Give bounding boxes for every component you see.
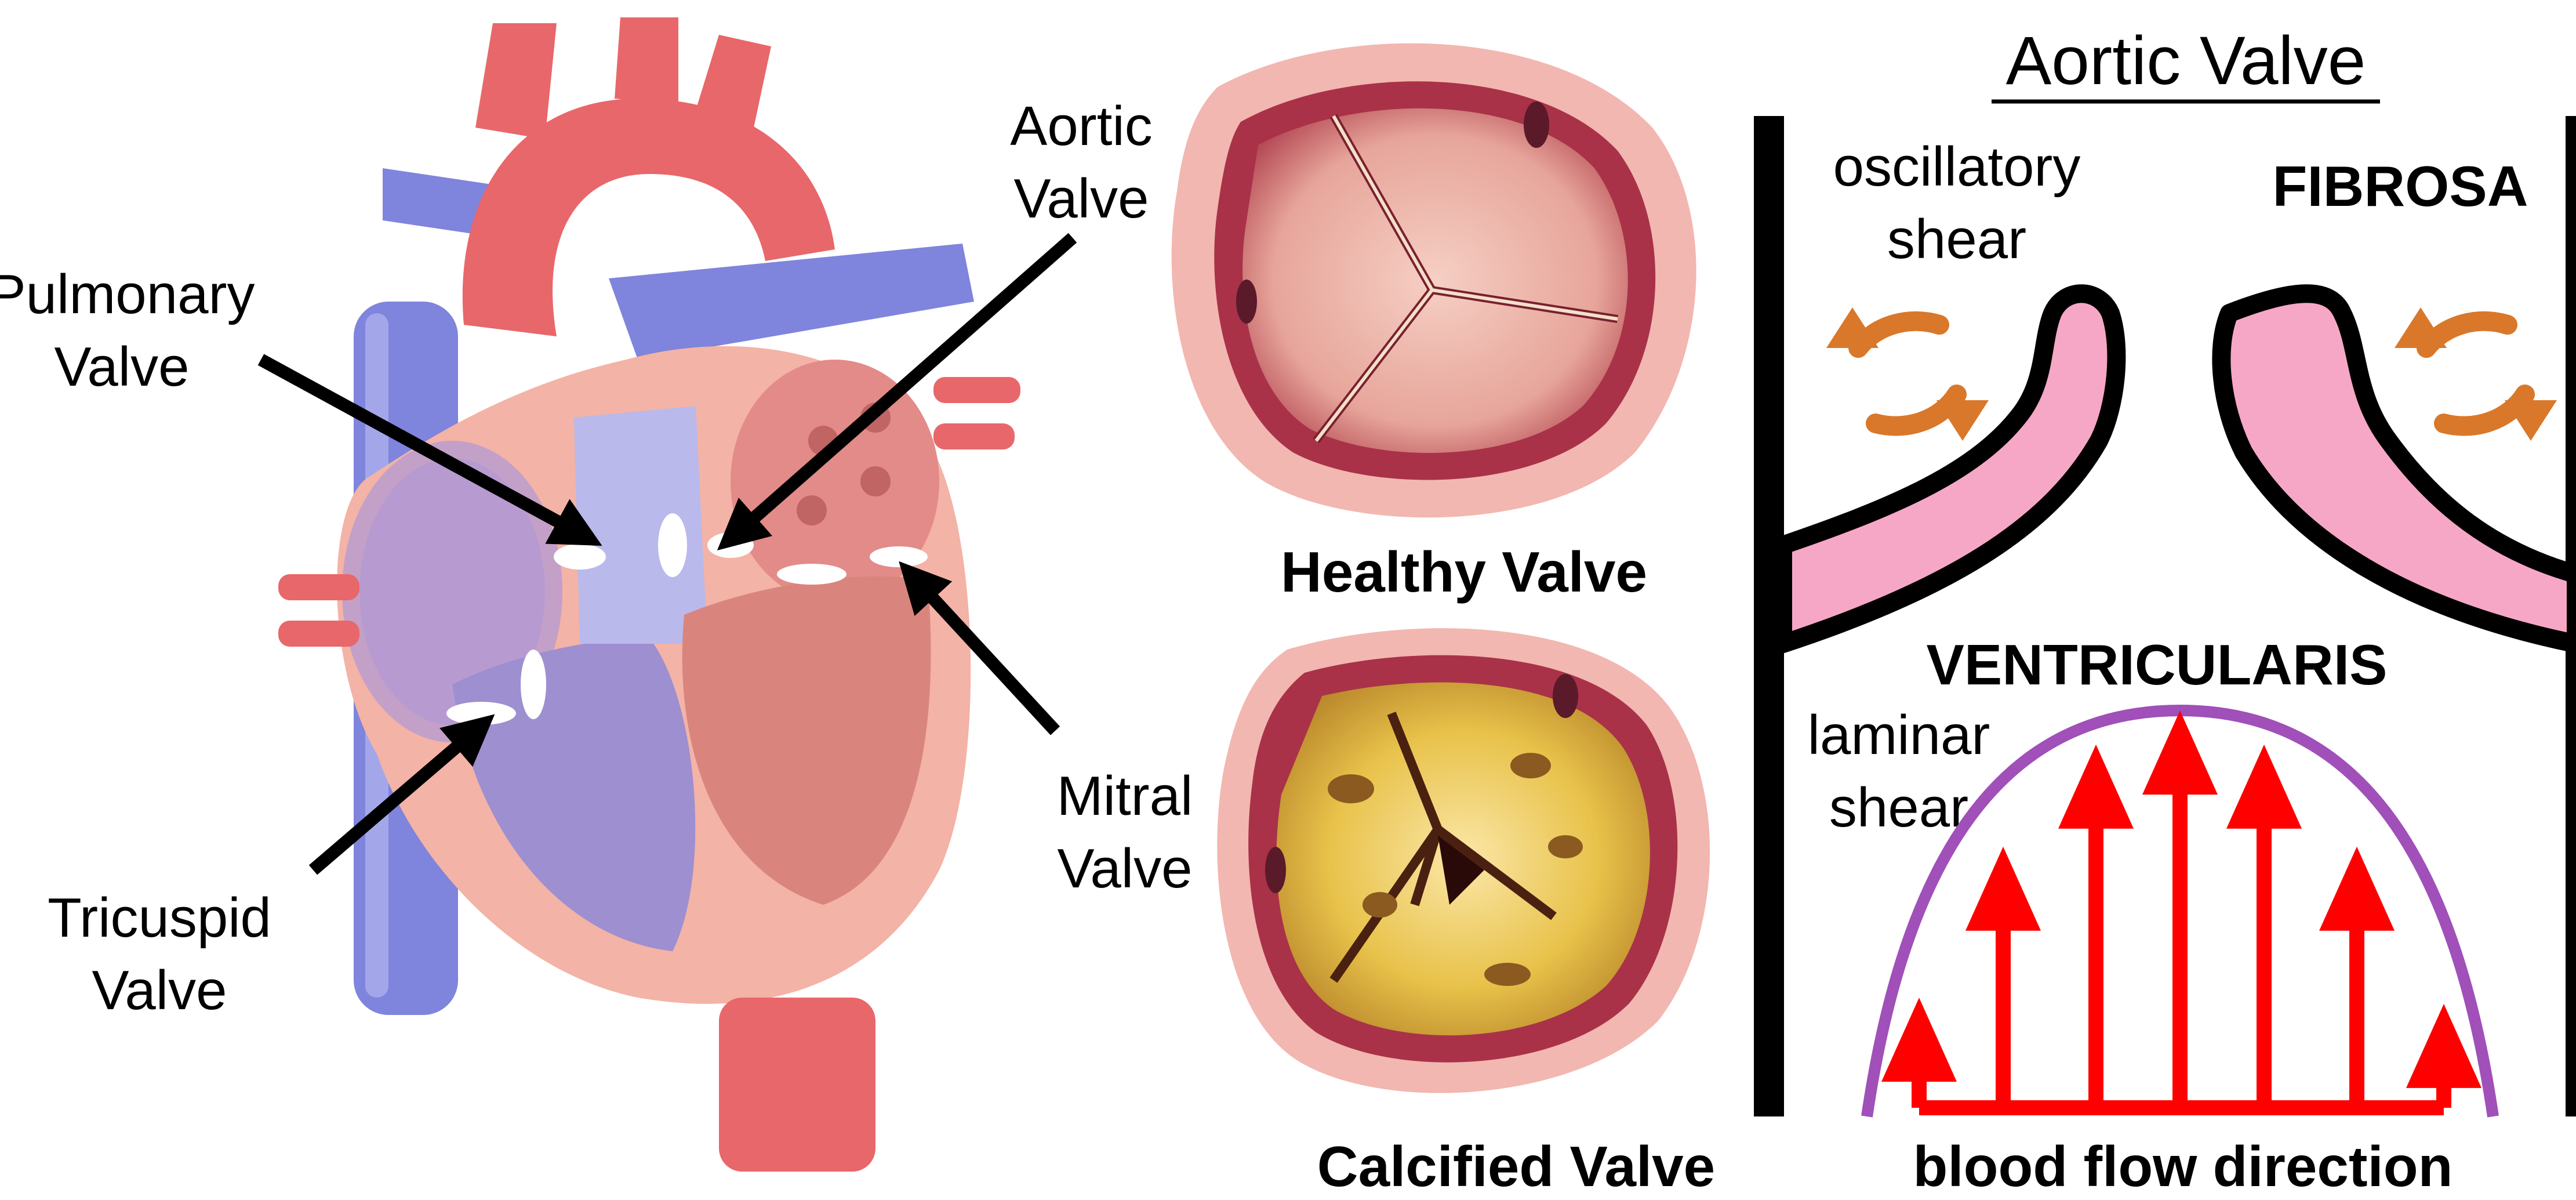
oscillatory-arrow-right-icon [2395, 307, 2557, 441]
healthy-valve-image [1172, 43, 1696, 518]
pulmonary-artery-right [609, 244, 974, 360]
oscillatory-arrow-left-icon [1826, 307, 1989, 441]
flow-arrow-head [2319, 847, 2395, 931]
fibrosa-label: FIBROSA [2273, 154, 2528, 218]
flow-arrow-head [2226, 745, 2302, 829]
aortic-valve-label-line1: Aortic [1010, 95, 1152, 157]
healthy-valve-label: Healthy Valve [1281, 540, 1647, 604]
panel-title: Aortic Valve [2006, 23, 2366, 99]
mitral-valve-label-line1: Mitral [1057, 765, 1193, 827]
laminar-shear-label-line2: shear [1829, 777, 1968, 839]
aortic-valve-label-line2: Valve [1013, 168, 1149, 230]
flow-arrow-head [1965, 847, 2041, 931]
blood-flow-direction-label: blood flow direction [1913, 1134, 2453, 1198]
heart-illustration [278, 17, 1020, 1172]
pulmonary-valve-label-line2: Valve [54, 336, 189, 398]
pulmonary-valve-label-line1: Pulmonary [0, 263, 255, 325]
oscillatory-shear-label-line1: oscillatory [1833, 136, 2081, 198]
oscillatory-shear-label-line2: shear [1887, 208, 2026, 270]
flow-arrow-head [2142, 710, 2218, 795]
flow-arrows [1881, 710, 2481, 1108]
mitral-valve-label-line2: Valve [1057, 838, 1192, 900]
flow-arrow-head [2058, 745, 2134, 829]
tricuspid-valve-label-line1: Tricuspid [48, 887, 271, 949]
pulmonary-trunk [574, 406, 707, 644]
calcified-valve-image [1217, 628, 1710, 1093]
laminar-shear-label-line1: laminar [1808, 704, 1990, 766]
ventricularis-label: VENTRICULARIS [1927, 633, 2388, 697]
calcified-valve-label: Calcified Valve [1317, 1134, 1715, 1198]
descending-aorta [719, 998, 875, 1172]
tricuspid-valve-label-line2: Valve [92, 959, 227, 1021]
